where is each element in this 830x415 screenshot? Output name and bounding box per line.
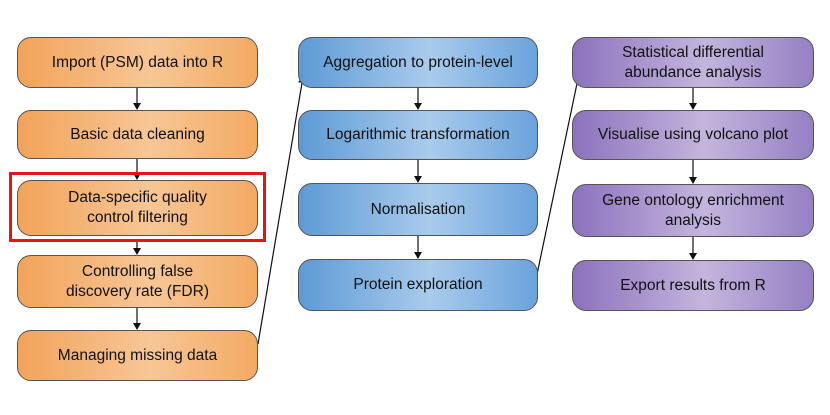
step-gene-ontology-enrichment: Gene ontology enrichment analysis xyxy=(572,184,814,237)
step-quality-control-filtering: Data-specific quality control filtering xyxy=(17,180,258,236)
step-controlling-fdr: Controlling false discovery rate (FDR) xyxy=(17,255,258,308)
step-protein-exploration: Protein exploration xyxy=(298,259,538,311)
step-import-psm-data: Import (PSM) data into R xyxy=(17,37,258,88)
highlight-box xyxy=(9,172,266,242)
arrow-exploration-to-statistics xyxy=(534,73,582,285)
step-volcano-plot: Visualise using volcano plot xyxy=(572,110,814,160)
step-aggregation-protein-level: Aggregation to protein-level xyxy=(298,37,538,88)
step-logarithmic-transformation: Logarithmic transformation xyxy=(298,110,538,160)
step-export-results: Export results from R xyxy=(572,260,814,311)
step-managing-missing-data: Managing missing data xyxy=(17,330,258,381)
step-basic-data-cleaning: Basic data cleaning xyxy=(17,110,258,159)
step-statistical-differential-abundance: Statistical differential abundance analy… xyxy=(572,37,814,88)
arrow-missing-to-aggregation xyxy=(257,76,306,345)
step-normalisation: Normalisation xyxy=(298,183,538,236)
